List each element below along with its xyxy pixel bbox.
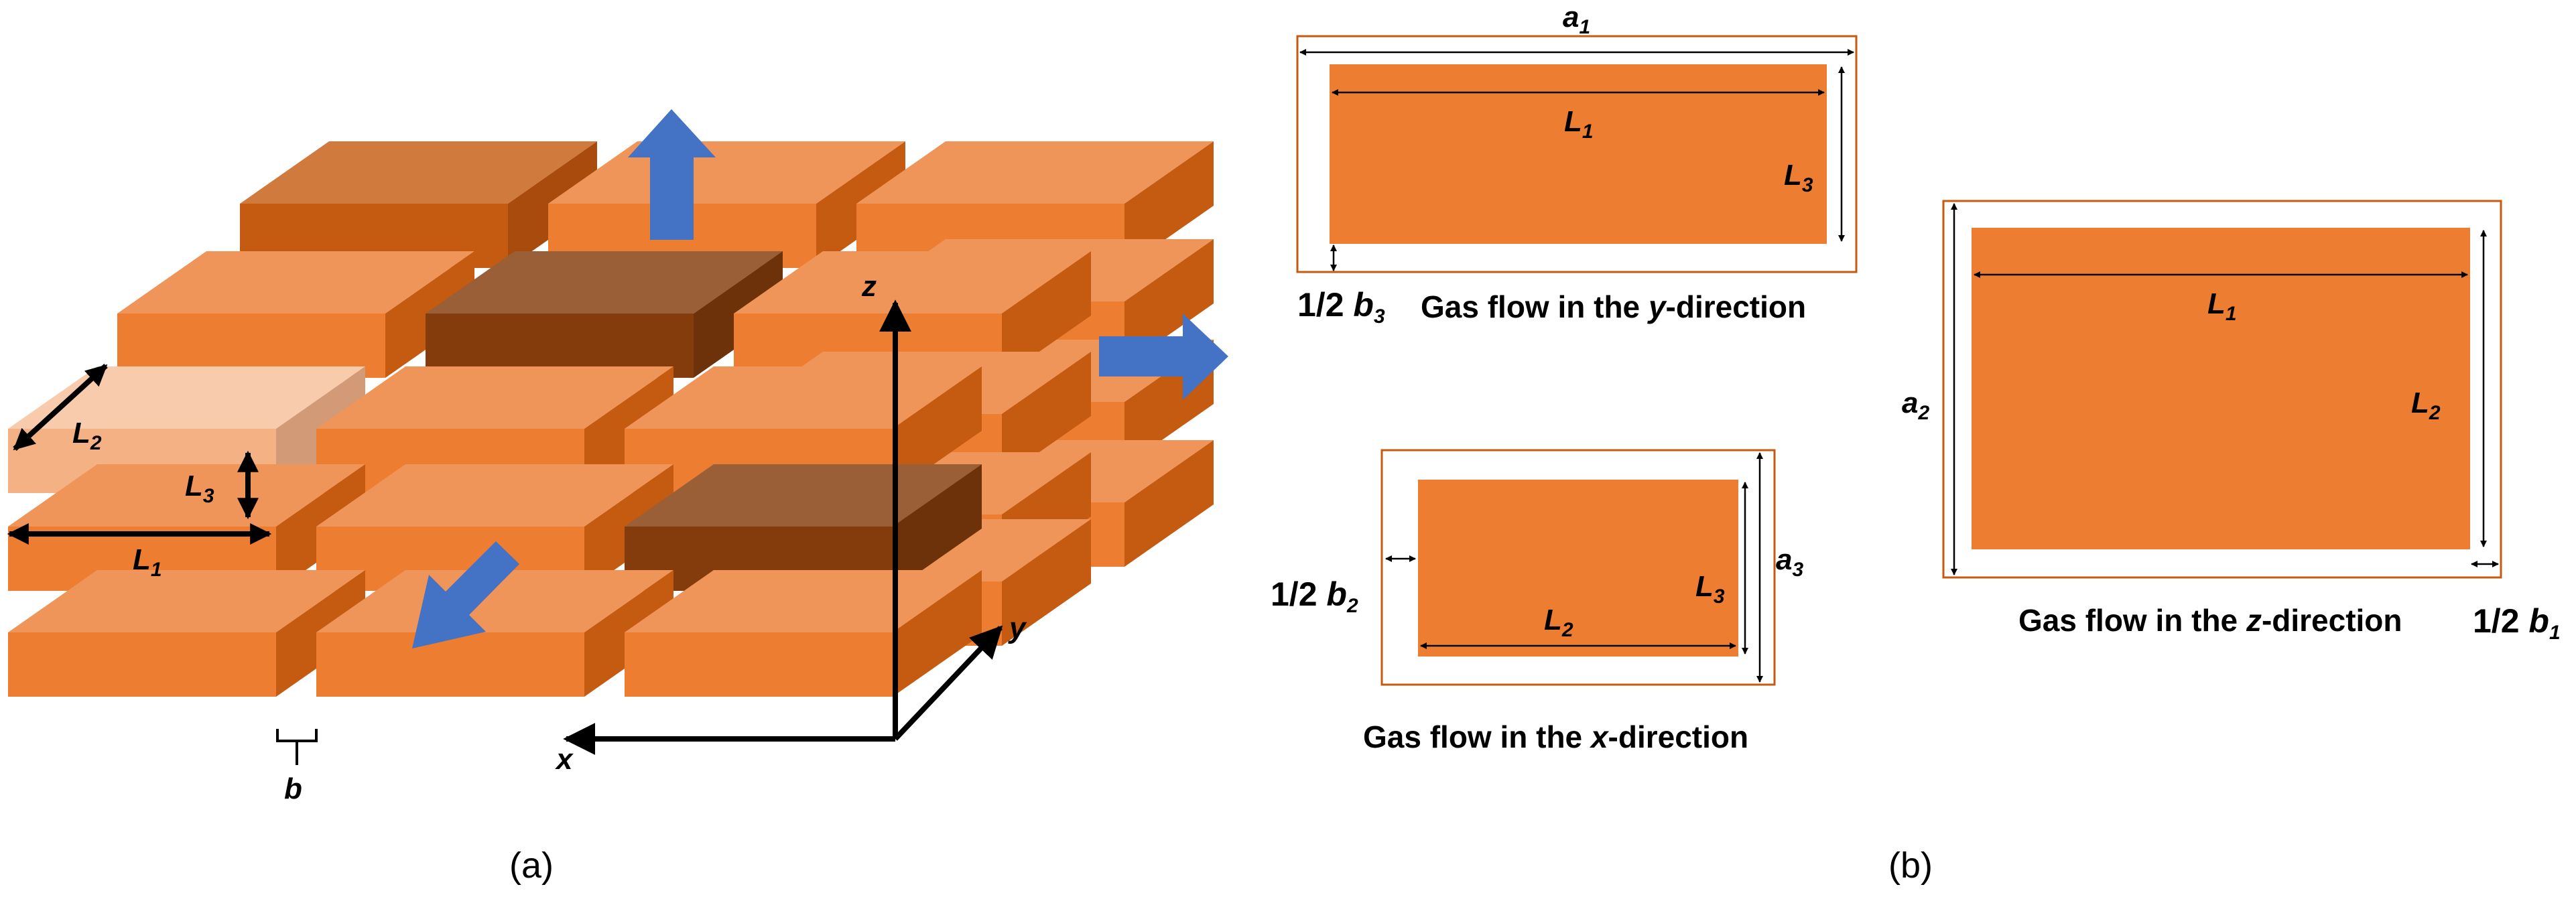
block-side-face (1124, 239, 1214, 366)
block-top-face (426, 251, 783, 314)
block-front-face (426, 314, 694, 378)
l1-dimension-label: L1 (133, 543, 162, 581)
z-axis-label: z (861, 270, 877, 303)
block-side-face (1124, 440, 1214, 567)
block-top-face (316, 464, 673, 527)
gas-flow-arrow-diagonal (412, 541, 519, 648)
caption-x-flow: Gas flow in the x-direction (1363, 719, 1748, 754)
block-top-face (856, 141, 1214, 204)
l1-label: L1 (1564, 105, 1594, 143)
block-top-face (8, 464, 365, 527)
block-side-face (893, 570, 982, 697)
cell-outline (1942, 200, 2502, 579)
a3-label: a3 (1776, 543, 1803, 581)
cross-section-x-flow: a3 L3 L2 1/2 b2 Gas flow in the x-direct… (1271, 449, 1803, 754)
gap-bracket (276, 729, 318, 765)
caption-y-flow: Gas flow in the y-direction (1421, 289, 1806, 324)
block-side-face (893, 464, 982, 591)
gas-flow-arrow-up (628, 109, 716, 240)
l2-label: L2 (1544, 604, 1573, 641)
cross-section-z-flow: a2 L1 L2 1/2 b1 Gas flow in the z-direct… (1902, 200, 2561, 644)
gap-label-b: b (284, 772, 302, 805)
l3-label: L3 (1695, 570, 1725, 608)
a2-label: a2 (1902, 387, 1929, 424)
panel-a-label: (a) (509, 845, 554, 886)
block-stack (8, 141, 1214, 697)
block-top-face (8, 570, 365, 632)
gas-flow-arrow-right (1099, 314, 1228, 400)
l2-dimension-arrow (13, 364, 108, 451)
block-side-face (893, 366, 982, 493)
block-front-face (625, 632, 893, 697)
block-top-face (625, 366, 982, 429)
a1-label: a1 (1563, 1, 1590, 38)
block-top-face (316, 366, 673, 429)
panel-a-block-array: z x y L2 L3 L1 b (a) (7, 109, 1228, 886)
cell-outline (1380, 449, 1776, 686)
cell-outline (1296, 35, 1858, 273)
block-side-face (1124, 141, 1214, 268)
half-b2-label: 1/2 b2 (1271, 575, 1358, 617)
block-top-face (734, 251, 1091, 314)
block-top-face (625, 464, 982, 527)
y-axis (893, 625, 1003, 741)
block-face (1330, 64, 1827, 244)
block-top-face (625, 570, 982, 632)
block-front-face (117, 314, 385, 378)
block-front-face (8, 632, 276, 697)
l2-label: L2 (2411, 387, 2441, 424)
half-b1-label: 1/2 b1 (2473, 602, 2561, 644)
block-top-face (240, 141, 597, 204)
panel-b-label: (b) (1888, 845, 1933, 886)
y-axis-label: y (1008, 612, 1027, 644)
block-side-face (1002, 519, 1091, 646)
block-side-face (1002, 251, 1091, 378)
panel-b-cross-sections: a1 L1 L3 1/2 b3 Gas flow in the y-direct… (1271, 1, 2561, 886)
caption-z-flow: Gas flow in the z-direction (2018, 603, 2402, 638)
cross-section-y-flow: a1 L1 L3 1/2 b3 Gas flow in the y-direct… (1296, 1, 1858, 328)
block-top-face (316, 570, 673, 632)
l2-dimension-label: L2 (72, 417, 102, 454)
l3-dimension-label: L3 (185, 470, 214, 507)
l3-label: L3 (1784, 159, 1813, 196)
l1-label: L1 (2207, 287, 2237, 325)
x-axis-label: x (555, 743, 574, 776)
block-top-face (117, 251, 474, 314)
block-face (1418, 480, 1738, 657)
half-b3-label: 1/2 b3 (1297, 286, 1385, 328)
block-front-face (316, 632, 584, 697)
block-face (1972, 228, 2470, 549)
block-side-face (1002, 352, 1091, 478)
